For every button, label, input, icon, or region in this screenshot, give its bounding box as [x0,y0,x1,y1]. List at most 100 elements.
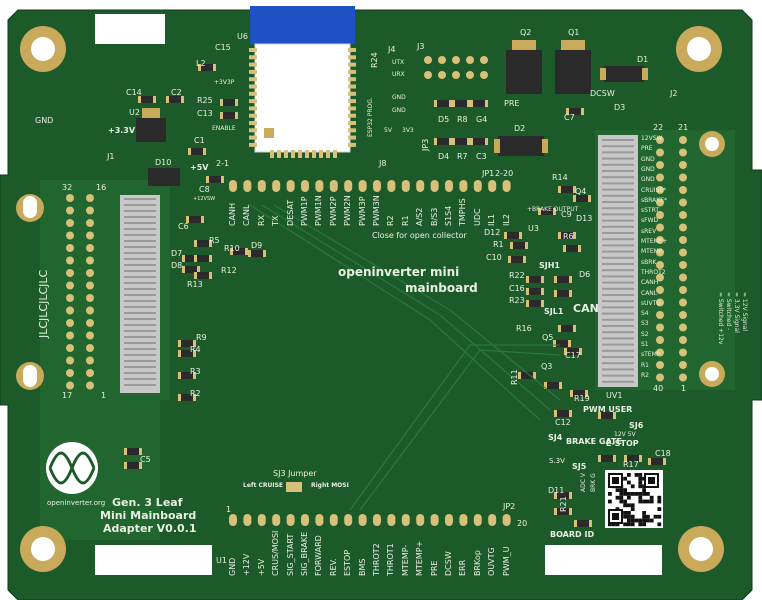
refdes-r10: R10 [224,244,240,253]
top-pin-label: PWM1P [300,196,309,226]
sj3-jumper-pad [286,482,302,492]
esp32-bottom-pads [270,150,337,158]
legend-entry: = 3.3V Signal [733,292,740,333]
refdes-sj4: SJ4 [548,433,563,442]
top-pin-label: UDC [472,208,482,226]
refdes-c10: C10 [486,253,502,262]
esp32-left-pads [249,48,257,147]
top-pin-label: S1S4 [444,205,453,226]
j2-pin-label: R1 [641,361,649,369]
refdes-g4: G4 [476,115,488,124]
j1-num-16: 16 [96,183,107,192]
sj6-label: 12V 5V [614,431,636,438]
label-box-top [95,14,165,44]
sj3-title: SJ3 Jumper [273,469,317,478]
top-pin-label: IL2 [501,214,511,226]
bottom-pin-label: MTEMP+ [415,540,425,576]
mounting-hole-top-left [20,26,66,72]
logo-text: openinverter.org [47,499,106,507]
j2-pin-holes [656,136,687,382]
board-id-label: BOARD ID [550,530,595,539]
j2-pin-label: PRE [641,145,653,153]
bottom-pin-label: ERR [458,559,468,576]
refdes-c15: C15 [215,43,231,52]
refdes-r4: R4 [190,345,201,354]
refdes-r9: R9 [196,333,207,342]
bottom-pin-label: ESTOP [343,549,353,576]
j2-num-1: 1 [681,384,687,393]
j2-pin-label: GND [641,176,655,184]
esp-pin-utx: UTX [392,59,405,66]
legend-entry: = Switched - [725,292,732,331]
openinverter-logo [46,442,98,494]
refdes-c14: C14 [126,88,142,97]
j2-pin-label: sFWD [641,217,659,225]
refdes-sjh1: SJH1 [539,261,560,270]
refdes-u6: U6 [237,32,248,41]
top-pin-label: IL1 [487,214,497,226]
smd-components [124,64,666,527]
bottom-pin-label: THROT1 [386,543,396,576]
refdes-q2: Q2 [520,28,532,37]
refdes-r3: R3 [190,367,201,376]
center-text-line1: openinverter mini [338,265,460,279]
qr-code-pattern [608,473,662,527]
v12sw-label: +12VSW [193,196,216,202]
top-header-pads [229,180,511,192]
board-outline [0,9,762,600]
refdes-d13: D13 [576,214,593,223]
j2-pin-label: sSTRT [641,207,659,215]
v33-label: +3.3V [108,126,136,135]
refdes-q1: Q1 [568,28,580,37]
refdes-sjl1: SJL1 [544,307,564,316]
esp-pin-gnd2: GND [392,107,406,114]
j2-num-21: 21 [678,123,689,132]
slot-right-bottom [699,361,725,387]
j2-pin-label: sTEMP [641,351,661,359]
top-pin-label: TMPHS [458,198,468,226]
refdes-r17: R17 [623,460,639,469]
center-text-line2: mainboard [405,281,478,295]
esp-prog-label: ESP32 PROG. [367,97,374,137]
j2-pin-label: sREV [641,227,657,235]
refdes-pre: PRE [504,99,520,108]
estop-label: E-STOP [606,439,639,448]
mounting-hole-bottom-right [678,526,724,572]
esp32-pad [264,128,274,138]
refdes-sj6: SJ6 [629,421,644,430]
enable-label: ENABLE [212,125,236,132]
bottom-header-pads [229,514,511,526]
refdes-d9: D9 [251,241,263,250]
refdes-c3: C3 [476,152,487,161]
top-pins-range: 2-20 [495,169,514,178]
mounting-hole-bottom-left [20,526,66,572]
top-pin-label: R2 [386,215,396,226]
refdes-q5: Q5 [542,333,554,342]
refdes-r23: R23 [509,296,525,305]
mosfet-q1 [555,40,591,94]
bottom-pin-label: SIG_START [285,533,295,576]
refdes-u1: U1 [216,556,227,565]
j2-pin-label: 12VSW [641,135,663,142]
bottom-pin-label: PRE [429,560,439,576]
refdes-d6: D6 [579,270,591,279]
refdes-r22: R22 [509,271,525,280]
refdes-r8: R8 [457,115,468,124]
top-pin-label: B/S3 [429,207,439,226]
mounting-hole-top-right [676,26,722,72]
top-pin-label: PWM1N [314,195,324,226]
j2-pin-label: sBRAKE* [641,196,667,204]
label-box-bottom-left [95,545,212,575]
refdes-d5: D5 [438,115,450,124]
top-pin-label: PWM3P [357,196,367,226]
refdes-r25: R25 [197,96,213,105]
brake-gate-label: BRAKE GATE [566,437,622,446]
refdes-q3: Q3 [541,362,553,371]
refdes-r16: R16 [516,324,532,333]
refdes-c8: C8 [199,185,210,194]
esp-pin-gnd1: GND [392,94,406,101]
label-box-bottom-right [545,545,662,575]
refdes-c5: C5 [140,455,151,464]
j1-num-1: 1 [101,391,107,400]
refdes-r13: R13 [187,280,203,289]
